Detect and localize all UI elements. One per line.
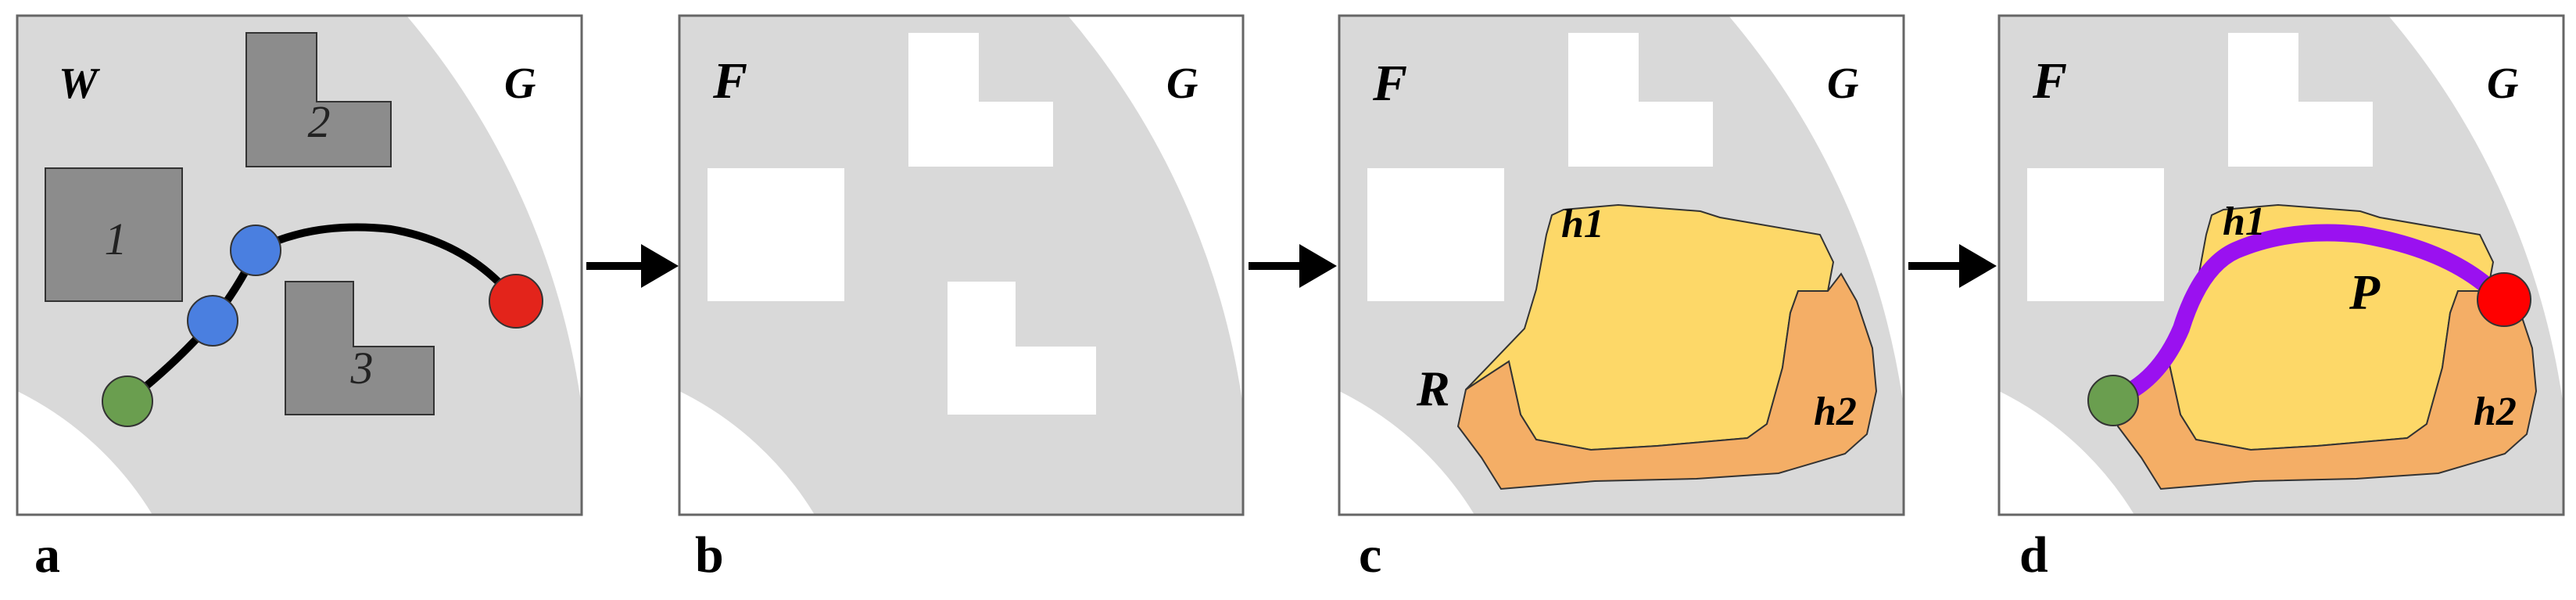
- panel-b: F G: [678, 14, 1245, 516]
- obstacle-2: [245, 32, 392, 167]
- panel-label-d: d: [2019, 526, 2048, 584]
- obstacle-hole: [2228, 33, 2373, 167]
- panel-a: 1 2 3 W G: [16, 14, 583, 516]
- start-node: [2087, 375, 2139, 426]
- path-label: P: [2348, 264, 2381, 320]
- obstacle-hole: [1568, 33, 1713, 167]
- space-label: F: [1372, 55, 1407, 112]
- goal-region-label: G: [2487, 59, 2518, 108]
- arrow-right-icon: [586, 244, 679, 288]
- space-label: F: [2032, 52, 2067, 110]
- waypoint-node: [230, 225, 281, 276]
- top-right-white-region: [2388, 16, 2563, 407]
- space-label: W: [59, 59, 101, 108]
- region-label-h1: h1: [1561, 202, 1604, 246]
- panel-border: [678, 14, 1245, 516]
- waypoint-node: [187, 295, 238, 347]
- panel-c: h1 h2 R F G: [1338, 14, 1905, 516]
- obstacle-hole: [708, 168, 844, 301]
- top-right-white-region: [407, 16, 582, 407]
- bottom-left-white-region: [1339, 391, 1474, 515]
- top-right-white-region: [1068, 16, 1243, 407]
- obstacle-hole: [1367, 168, 1504, 301]
- goal-node: [489, 274, 543, 329]
- goal-region-label: G: [504, 59, 536, 108]
- obstacle-3: [285, 281, 435, 415]
- panel-border: [16, 14, 583, 516]
- region-label-h2: h2: [1814, 390, 1857, 434]
- goal-region-label: G: [1827, 59, 1858, 108]
- obstacle-label: 1: [105, 214, 127, 264]
- obstacle-hole: [948, 282, 1096, 415]
- obstacle-hole: [908, 33, 1053, 167]
- goal-node: [2477, 272, 2531, 327]
- arrow-right-icon: [1908, 244, 1997, 288]
- bottom-left-white-region: [1999, 391, 2134, 515]
- panel-border: [1338, 14, 1905, 516]
- region-label-h1: h1: [2223, 199, 2266, 244]
- panel-label-a: a: [34, 526, 60, 584]
- arrow-right-icon: [1249, 244, 1337, 288]
- start-node: [102, 375, 153, 427]
- bottom-left-white-region: [679, 391, 815, 515]
- goal-region-label: G: [1166, 59, 1198, 108]
- obstacle-1: [45, 167, 183, 302]
- region-label-h2: h2: [2474, 390, 2517, 434]
- bottom-left-white-region: [17, 391, 152, 515]
- panel-border: [1997, 14, 2565, 516]
- panel-label-c: c: [1359, 526, 1382, 584]
- roadmap-label: R: [1416, 361, 1450, 416]
- obstacle-label: 2: [308, 96, 331, 147]
- panel-label-b: b: [695, 526, 724, 584]
- path-P: [2105, 224, 2510, 408]
- panel-d: h1 h2 P F G: [1997, 14, 2565, 516]
- obstacle-hole: [2027, 168, 2164, 301]
- obstacle-label: 3: [350, 343, 374, 393]
- space-label: F: [712, 52, 747, 110]
- top-right-white-region: [1729, 16, 1904, 407]
- region-h2: [1456, 272, 1878, 490]
